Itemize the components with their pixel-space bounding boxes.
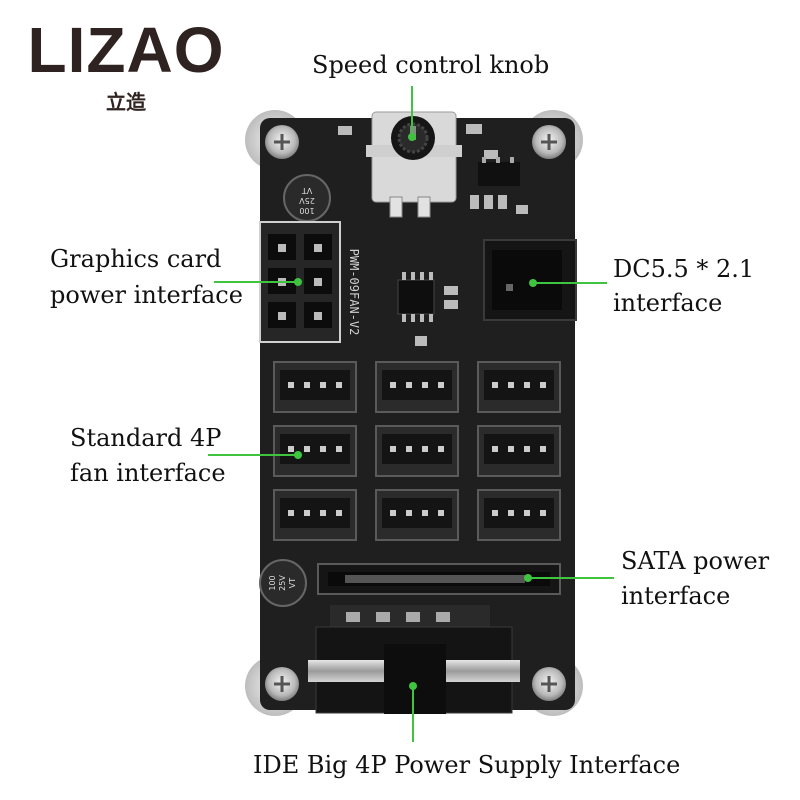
leader-dot — [529, 279, 537, 287]
ide-molex-connector — [308, 605, 520, 714]
controller-chip — [397, 272, 458, 346]
smd-component — [484, 150, 498, 159]
cap-text: VT — [288, 578, 297, 588]
fan-header — [477, 489, 561, 541]
silkscreen-text: PWM-09FAN-V2 — [347, 249, 361, 336]
label-dc-line2: interface — [613, 289, 723, 317]
fan-header — [273, 489, 357, 541]
logo-subtext: 立造 — [106, 90, 146, 114]
sata-power-connector — [317, 563, 561, 595]
label-ide-power: IDE Big 4P Power Supply Interface — [253, 751, 681, 779]
leader-dot — [408, 133, 416, 141]
screw — [532, 125, 566, 159]
screw — [265, 125, 299, 159]
leader-dot — [294, 451, 302, 459]
label-dc-line1: DC5.5 * 2.1 — [613, 255, 755, 283]
fan-header — [375, 425, 459, 477]
label-sata-line1: SATA power — [621, 547, 770, 575]
screw — [265, 667, 299, 701]
cap-text: 25V — [278, 575, 287, 591]
fan-header — [477, 425, 561, 477]
cap-text: VT — [302, 186, 312, 195]
label-sata-line2: interface — [621, 582, 731, 610]
fan-header — [375, 489, 459, 541]
cap-text: 25V — [299, 196, 315, 205]
label-graphics-card-line2: power interface — [50, 281, 243, 309]
screw — [532, 667, 566, 701]
smd-component — [338, 126, 352, 135]
fan-header — [273, 425, 357, 477]
smd-component — [466, 124, 482, 134]
electrolytic-capacitor: 100 25V VT — [259, 559, 307, 607]
leader-dot — [409, 682, 417, 690]
label-fan-line2: fan interface — [70, 459, 226, 487]
transistor-chips — [470, 157, 528, 214]
leader-dot — [524, 574, 532, 582]
fan-header — [375, 361, 459, 413]
dc-power-jack — [483, 239, 577, 321]
speed-control-knob — [366, 111, 462, 218]
cap-text: 100 — [268, 575, 277, 590]
label-fan-line1: Standard 4P — [70, 424, 222, 452]
label-speed-control-knob: Speed control knob — [312, 51, 550, 79]
cap-text: 100 — [299, 206, 314, 215]
fan-header — [273, 361, 357, 413]
electrolytic-capacitor: 100 25V VT — [283, 174, 331, 222]
callout-lines — [208, 86, 614, 742]
logo-text: LIZAO — [27, 14, 225, 86]
fan-header — [477, 361, 561, 413]
label-graphics-card-line1: Graphics card — [50, 245, 222, 273]
fan-header-grid — [273, 361, 561, 541]
brand-logo: LIZAO 立造 — [26, 18, 226, 115]
leader-dot — [294, 278, 302, 286]
